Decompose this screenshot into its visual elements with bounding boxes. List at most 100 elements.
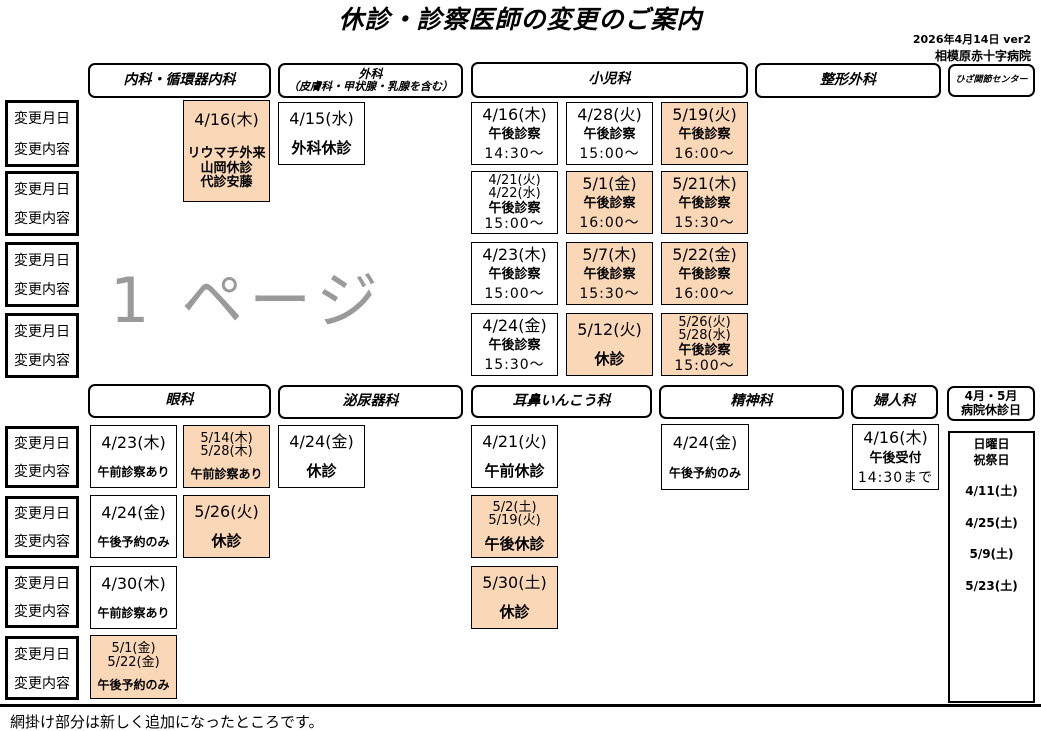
change-content: 休診 bbox=[594, 350, 625, 369]
change-content: 午前休診 bbox=[484, 462, 545, 481]
schedule-cell: 4/16(木)リウマチ外来 山岡休診 代診安藤 bbox=[183, 100, 270, 202]
holiday-date: 5/23(土) bbox=[965, 578, 1018, 593]
department-header: 小児科 bbox=[471, 62, 748, 98]
change-date: 5/26(火) 5/28(水) bbox=[678, 314, 731, 344]
change-content: 午後診察 bbox=[488, 127, 541, 143]
change-content: 16:00〜 bbox=[579, 214, 640, 231]
change-date: 4/28(火) bbox=[577, 105, 642, 125]
department-name: 内科・循環器内科 bbox=[123, 71, 236, 88]
change-date: 4/21(火) bbox=[482, 432, 547, 452]
change-content: 外科休診 bbox=[291, 139, 352, 158]
row-label: 変更月日変更内容 bbox=[5, 566, 79, 628]
footnote: 網掛け部分は新しく追加になったところです。 bbox=[10, 713, 324, 731]
page-watermark: 1 ページ bbox=[110, 264, 384, 337]
change-content: 午後診察 bbox=[488, 338, 541, 354]
change-content: 午後予約のみ bbox=[97, 677, 170, 692]
change-content-label: 変更内容 bbox=[14, 464, 70, 480]
change-content: 午後診察 bbox=[678, 127, 731, 143]
change-content: 午後診察 bbox=[488, 267, 541, 283]
change-content: 休診 bbox=[499, 603, 530, 622]
change-date: 4/24(金) bbox=[672, 432, 738, 452]
schedule-cell: 4/24(金)午後予約のみ bbox=[90, 495, 177, 558]
change-date-label: 変更月日 bbox=[14, 646, 70, 663]
change-content: 午後診察 bbox=[583, 267, 636, 283]
row-label: 変更月日変更内容 bbox=[5, 171, 79, 236]
department-header: 眼科 bbox=[88, 384, 271, 418]
change-content: 15:30〜 bbox=[674, 214, 735, 231]
change-content: リウマチ外来 山岡休診 代診安藤 bbox=[187, 146, 266, 191]
change-content: 休診 bbox=[211, 532, 242, 551]
schedule-cell: 5/26(火)休診 bbox=[183, 495, 270, 558]
schedule-cell: 4/28(火) 午後診察 15:00〜 bbox=[566, 102, 653, 165]
department-name: 小児科 bbox=[588, 71, 631, 88]
schedule-cell: 5/2(土) 5/19(火)午後休診 bbox=[471, 495, 558, 558]
department-subtitle: （皮膚科・甲状腺・乳腺を含む） bbox=[288, 80, 453, 94]
change-content-label: 変更内容 bbox=[14, 353, 70, 370]
schedule-cell: 4/24(金)休診 bbox=[278, 425, 365, 488]
schedule-cell: 5/7(木) 午後診察 15:30〜 bbox=[566, 242, 653, 305]
change-content: 15:30〜 bbox=[484, 356, 545, 373]
schedule-cell: 4/23(木)午前診察あり bbox=[90, 425, 177, 488]
change-date: 5/7(木) bbox=[582, 245, 637, 265]
schedule-cell: 4/24(金)午後予約のみ bbox=[661, 424, 749, 490]
change-date: 4/30(木) bbox=[101, 574, 166, 594]
change-content: 午後診察 bbox=[678, 267, 731, 283]
change-content: 午後診察 bbox=[583, 196, 636, 212]
change-content: 午後予約のみ bbox=[97, 534, 170, 549]
department-name: 泌尿器科 bbox=[342, 393, 399, 410]
change-date: 4/16(木) bbox=[482, 105, 547, 125]
schedule-cell: 4/21(火) 午前休診 bbox=[471, 425, 558, 488]
change-content-label: 変更内容 bbox=[14, 211, 70, 228]
change-date: 4/16(木) bbox=[863, 427, 928, 447]
department-name: 整形外科 bbox=[820, 71, 876, 88]
change-content: 15:00〜 bbox=[579, 145, 640, 162]
department-name: 耳鼻いんこう科 bbox=[512, 392, 611, 409]
schedule-cell: 4/15(水)外科休診 bbox=[278, 102, 365, 165]
change-date-label: 変更月日 bbox=[14, 252, 70, 269]
change-content: 午後診察 bbox=[583, 127, 636, 143]
row-label: 変更月日変更内容 bbox=[5, 636, 79, 700]
change-date: 4/23(木) bbox=[482, 245, 547, 265]
change-content: 14:30まで bbox=[857, 470, 934, 487]
holiday-heading: 祝祭日 bbox=[973, 452, 1010, 467]
divider bbox=[0, 704, 1041, 707]
change-content-label: 変更内容 bbox=[14, 604, 70, 620]
change-content: 16:00〜 bbox=[674, 285, 735, 302]
hospital-name: 相模原赤十字病院 bbox=[934, 49, 1031, 63]
change-content: 14:30〜 bbox=[484, 145, 545, 162]
change-date: 5/19(火) bbox=[672, 105, 737, 125]
schedule-cell: 5/1(金) 5/22(金) 午後予約のみ bbox=[90, 635, 177, 699]
issued-date: 2026年4月14日 ver2 bbox=[912, 33, 1031, 46]
change-date: 4/21(火) 4/22(水) bbox=[488, 172, 541, 202]
schedule-cell: 5/12(火)休診 bbox=[566, 313, 653, 376]
change-content: 15:30〜 bbox=[579, 285, 640, 302]
change-date: 5/1(金) 5/22(金) bbox=[107, 640, 160, 670]
page-title: 休診・診察医師の変更のご案内 bbox=[338, 5, 703, 34]
row-label: 変更月日変更内容 bbox=[5, 426, 79, 488]
department-name: 眼科 bbox=[165, 392, 194, 409]
department-header: 整形外科 bbox=[755, 63, 941, 98]
change-content-label: 変更内容 bbox=[14, 675, 70, 692]
schedule-cell: 4/16(木) 午後診察 14:30〜 bbox=[471, 102, 558, 165]
department-header: 内科・循環器内科 bbox=[88, 63, 271, 98]
change-content: 15:00〜 bbox=[484, 216, 545, 233]
row-label: 変更月日変更内容 bbox=[5, 100, 79, 167]
schedule-cell: 5/22(金) 午後診察 16:00〜 bbox=[661, 242, 748, 305]
change-date-label: 変更月日 bbox=[14, 323, 70, 340]
change-content: 午前診察あり bbox=[190, 467, 263, 482]
schedule-cell: 5/30(土)休診 bbox=[471, 566, 558, 629]
change-date: 5/21(木) bbox=[672, 174, 737, 194]
department-header: 精神科 bbox=[659, 385, 844, 419]
department-header: 耳鼻いんこう科 bbox=[471, 385, 652, 418]
department-header: ひざ関節センター bbox=[948, 64, 1035, 97]
change-content: 休診 bbox=[306, 462, 337, 481]
change-date: 5/22(金) bbox=[672, 245, 737, 265]
department-name: ひざ関節センター bbox=[955, 74, 1028, 85]
change-date: 5/2(土) 5/19(火) bbox=[488, 499, 541, 529]
change-date: 4/23(木) bbox=[101, 433, 166, 453]
